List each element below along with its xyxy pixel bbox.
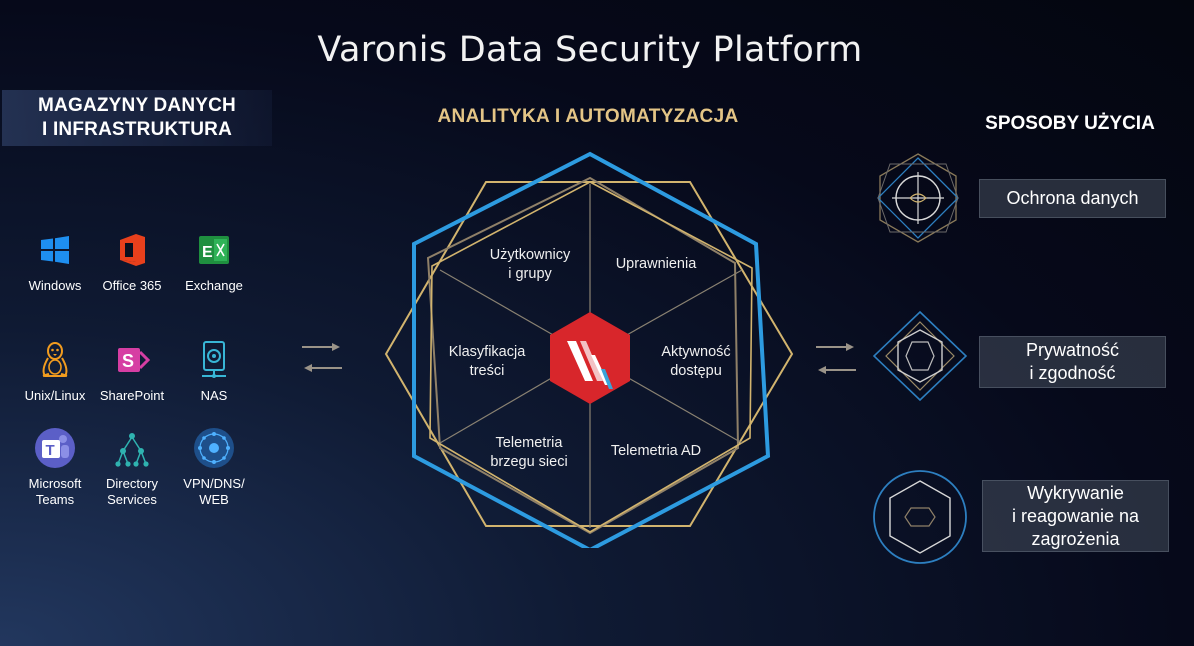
source-vpn-dns-web: VPN/DNS/ WEB — [166, 426, 262, 508]
teams-icon: T — [33, 426, 77, 470]
source-label: Office 365 — [102, 278, 162, 293]
hexagon-radar-icon — [873, 470, 967, 564]
left-heading: MAGAZYNY DANYCH I INFRASTRUKTURA — [2, 90, 272, 146]
source-label: NAS — [200, 388, 228, 403]
left-heading-line-2: I INFRASTRUKTURA — [41, 119, 233, 140]
use-case-privacy-compliance: Prywatność i zgodność — [979, 336, 1166, 388]
source-exchange: E Exchange — [166, 228, 262, 294]
source-nas: NAS — [166, 338, 262, 404]
sharepoint-icon: S — [110, 338, 154, 382]
source-label: Microsoft Teams — [28, 476, 82, 507]
svg-text:S: S — [122, 351, 134, 371]
segment-edge-telemetry: Telemetria brzegu sieci — [490, 435, 568, 470]
blue-octagon — [412, 151, 771, 548]
inner-hexagon — [426, 176, 740, 535]
office365-icon — [110, 228, 154, 272]
gold-inner-hexagon — [429, 181, 753, 533]
right-heading: SPOSOBY UŻYCIA — [985, 113, 1155, 134]
source-directory-services: Directory Services — [84, 426, 180, 508]
source-office365: Office 365 — [84, 228, 180, 294]
source-label: Directory Services — [105, 476, 158, 507]
segment-content-classification: Klasyfikacja treści — [448, 344, 526, 379]
svg-text:E: E — [202, 244, 213, 261]
source-label: SharePoint — [99, 388, 165, 403]
segment-ad-telemetry: Telemetria AD — [610, 443, 702, 459]
segment-users-groups: Użytkownicy i grupy — [489, 247, 571, 282]
source-windows: Windows — [7, 228, 103, 294]
diamond-shield-icon — [872, 310, 968, 402]
source-label: Windows — [28, 278, 82, 293]
segment-permissions: Uprawnienia — [615, 256, 697, 272]
source-label: Unix/Linux — [24, 388, 86, 403]
crosshair-target-icon — [877, 153, 959, 243]
bidirectional-arrows-left — [302, 343, 342, 372]
exchange-icon: E — [192, 228, 236, 272]
source-unix-linux: Unix/Linux — [7, 338, 103, 404]
varonis-logo — [550, 312, 630, 404]
bidirectional-arrows-right — [816, 343, 856, 374]
segment-access-activity: Aktywność dostępu — [661, 344, 731, 379]
source-label: VPN/DNS/ WEB — [183, 476, 245, 507]
windows-icon — [33, 228, 77, 272]
middle-heading: ANALITYKA I AUTOMATYZACJA — [437, 106, 739, 127]
source-label: Exchange — [185, 278, 243, 293]
nas-icon — [192, 338, 236, 382]
page-title: Varonis Data Security Platform — [317, 30, 863, 70]
left-heading-line-1: MAGAZYNY DANYCH — [38, 95, 236, 116]
source-sharepoint: S SharePoint — [84, 338, 180, 404]
platform-frame — [384, 151, 794, 548]
linux-penguin-icon — [33, 338, 77, 382]
use-case-data-protection: Ochrona danych — [979, 179, 1166, 218]
gold-outer-hexagon — [384, 181, 794, 527]
source-microsoft-teams: T Microsoft Teams — [7, 426, 103, 508]
directory-tree-icon — [110, 426, 154, 470]
svg-text:T: T — [46, 442, 55, 459]
use-case-threat-detection-response: Wykrywanie i reagowanie na zagrożenia — [982, 480, 1169, 552]
network-globe-icon — [192, 426, 236, 470]
